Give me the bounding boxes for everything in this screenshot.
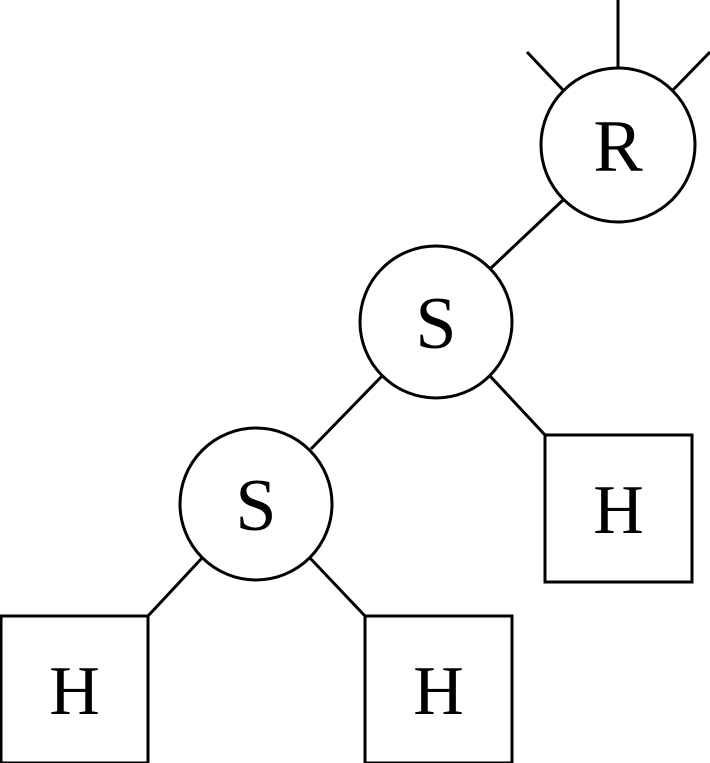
node-label: R [593,106,643,188]
node-shape-circle [178,426,334,582]
root-stub-layer [525,0,710,92]
edge-r-to-s-upper [489,198,565,270]
node-shape-square [543,433,694,584]
node-label: H [49,653,100,730]
node-leaf-h-middle[interactable]: H [363,614,514,763]
stub-root-upper-right [671,50,710,92]
edge-s-lower-to-h-left [146,556,204,618]
stub-root-upper-left [525,50,565,92]
edge-s-upper-to-s-lower [309,374,384,451]
edge-layer [146,198,565,618]
edge-s-lower-to-h-middle [308,556,367,618]
node-label: S [415,283,456,365]
node-label: S [235,465,276,547]
node-label: H [413,653,464,730]
node-internal-s-lower[interactable]: S [178,426,334,582]
node-shape-circle [539,66,697,224]
edge-s-upper-to-h-right [488,374,547,437]
node-root-r[interactable]: R [539,66,697,224]
node-layer: R S S H H H [0,66,697,763]
node-shape-square [363,614,514,763]
node-internal-s-upper[interactable]: S [358,244,514,400]
node-shape-circle [358,244,514,400]
node-leaf-h-left[interactable]: H [0,614,150,763]
node-label: H [593,472,644,549]
node-leaf-h-right[interactable]: H [543,433,694,584]
node-shape-square [0,614,150,763]
